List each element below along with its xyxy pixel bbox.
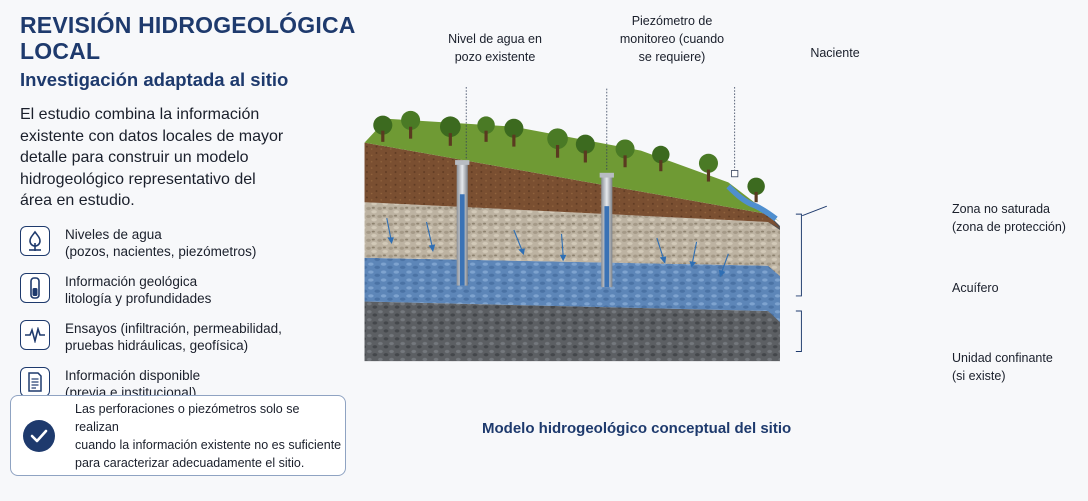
feature-title: Información disponible: [65, 367, 201, 383]
intro-line: área en estudio.: [20, 192, 135, 209]
feature-geology: Información geológica litología y profun…: [20, 272, 360, 320]
intro-line: existente con datos locales de mayor: [20, 127, 284, 145]
note-box: Las perforaciones o piezómetros solo se …: [10, 395, 346, 476]
note-line: para caracterizar adecuadamente el sitio…: [75, 455, 305, 470]
label-unsaturated-zone: Zona no saturada (zona de protección): [952, 202, 1066, 234]
intro-line: El estudio combina la información: [20, 106, 260, 123]
feature-title: Ensayos (infiltración, permeabilidad,: [65, 320, 282, 336]
label-confining-unit: Unidad confinante (si existe): [952, 351, 1053, 383]
feature-detail: (pozos, nacientes, piezómetros): [65, 244, 257, 259]
confining-layer: [364, 301, 780, 362]
trees: [373, 110, 765, 203]
note-line: cuando la información existente no es su…: [75, 437, 342, 452]
feature-text: Niveles de agua (pozos, nacientes, piezó…: [65, 226, 256, 261]
spring-marker: [731, 170, 739, 178]
note-line: Las perforaciones o piezómetros solo se …: [75, 401, 300, 434]
feature-text: Información geológica litología y profun…: [65, 273, 211, 308]
label-existing-well: Nivel de agua en pozo existente: [448, 32, 542, 64]
feature-text: Ensayos (infiltración, permeabilidad, pr…: [65, 320, 282, 355]
intro-line: detalle para construir un modelo: [20, 149, 249, 166]
page-title: REVISIÓN HIDROGEOLÓGICA LOCAL: [20, 12, 355, 64]
label-spring: Naciente: [810, 46, 860, 60]
feature-list: Niveles de agua (pozos, nacientes, piezó…: [20, 225, 360, 414]
water-level-icon: [20, 225, 50, 256]
feature-title: Información geológica: [65, 273, 198, 289]
infiltration-arrows: [386, 217, 729, 278]
stream: [726, 184, 778, 222]
feature-detail: litología y profundidades: [65, 291, 212, 306]
test-signal-icon: [20, 319, 50, 350]
page-subtitle: Investigación adaptada al sitio: [20, 69, 289, 90]
feature-tests: Ensayos (infiltración, permeabilidad, pr…: [20, 319, 360, 367]
layer-brackets: [795, 205, 828, 353]
document-icon: [20, 366, 50, 397]
feature-title: Niveles de agua: [65, 226, 162, 242]
feature-detail: pruebas hidráulicas, geofísica): [65, 338, 249, 353]
grass-surface: [364, 118, 780, 223]
aquifer-layer: [364, 257, 780, 323]
label-monitoring-piezometer: Piezómetro de monitoreo (cuando se requi…: [619, 14, 725, 64]
existing-well: [455, 160, 470, 286]
monitoring-piezometer: [599, 172, 614, 288]
hydrogeological-block-diagram: [364, 87, 828, 362]
intro-paragraph: El estudio combina la información existe…: [20, 104, 290, 212]
label-aquifer: Acuífero: [952, 281, 999, 295]
left-panel: REVISIÓN HIDROGEOLÓGICA LOCAL Investigac…: [20, 12, 360, 414]
diagram-caption: Modelo hidrogeológico conceptual del sit…: [482, 420, 792, 437]
intro-line: hidrogeológico representativo del: [20, 170, 256, 188]
checkmark-icon: [23, 419, 55, 452]
geology-core-icon: [20, 272, 50, 303]
feature-water-levels: Niveles de agua (pozos, nacientes, piezó…: [20, 225, 360, 273]
note-text: Las perforaciones o piezómetros solo se …: [75, 400, 345, 472]
unsaturated-layer: [364, 202, 780, 277]
